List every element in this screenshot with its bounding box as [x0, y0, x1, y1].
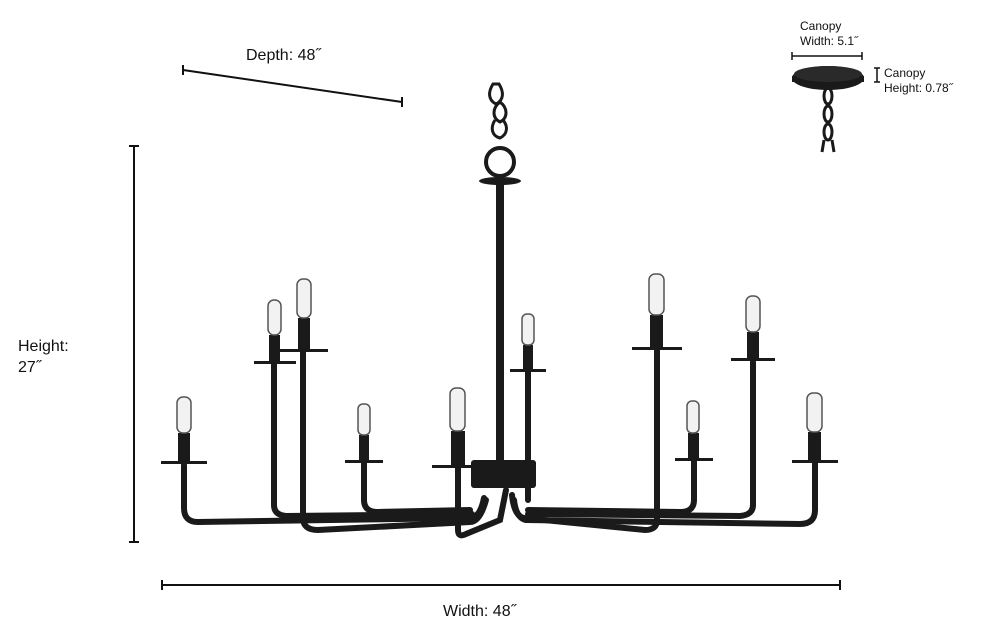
width-dimension-line — [161, 580, 841, 590]
width-label: Width: 48˝ — [443, 603, 516, 620]
candle-far-right — [792, 392, 838, 463]
candle-upper-left-b — [280, 278, 328, 352]
depth-dimension-line — [182, 65, 403, 107]
height-label: Height: — [18, 338, 69, 355]
canopy-detail — [792, 66, 864, 153]
canopy-height-value: Height: 0.78˝ — [884, 81, 953, 95]
canopy-height-line — [874, 67, 880, 83]
height-dimension-line — [129, 145, 139, 543]
canopy-height-title: Canopy — [884, 66, 926, 80]
hanging-chain — [484, 82, 516, 178]
canopy-width-title: Canopy — [800, 19, 842, 33]
canopy-width-line — [791, 52, 863, 60]
candle-mid-left — [345, 403, 383, 463]
candle-upper-right-b — [731, 295, 775, 361]
candles — [161, 273, 838, 468]
depth-label: Depth: 48˝ — [246, 47, 321, 64]
candle-mid-right — [675, 400, 713, 461]
chandelier-arms — [181, 347, 818, 539]
center-stem — [471, 177, 536, 488]
candle-upper-left-a — [254, 299, 296, 364]
canopy-width-value: Width: 5.1˝ — [800, 34, 859, 48]
candle-far-left — [161, 396, 207, 464]
height-value: 27˝ — [18, 359, 42, 376]
candle-front-center — [432, 387, 482, 468]
candle-upper-right-a — [632, 273, 682, 350]
candle-back-center — [510, 313, 546, 372]
